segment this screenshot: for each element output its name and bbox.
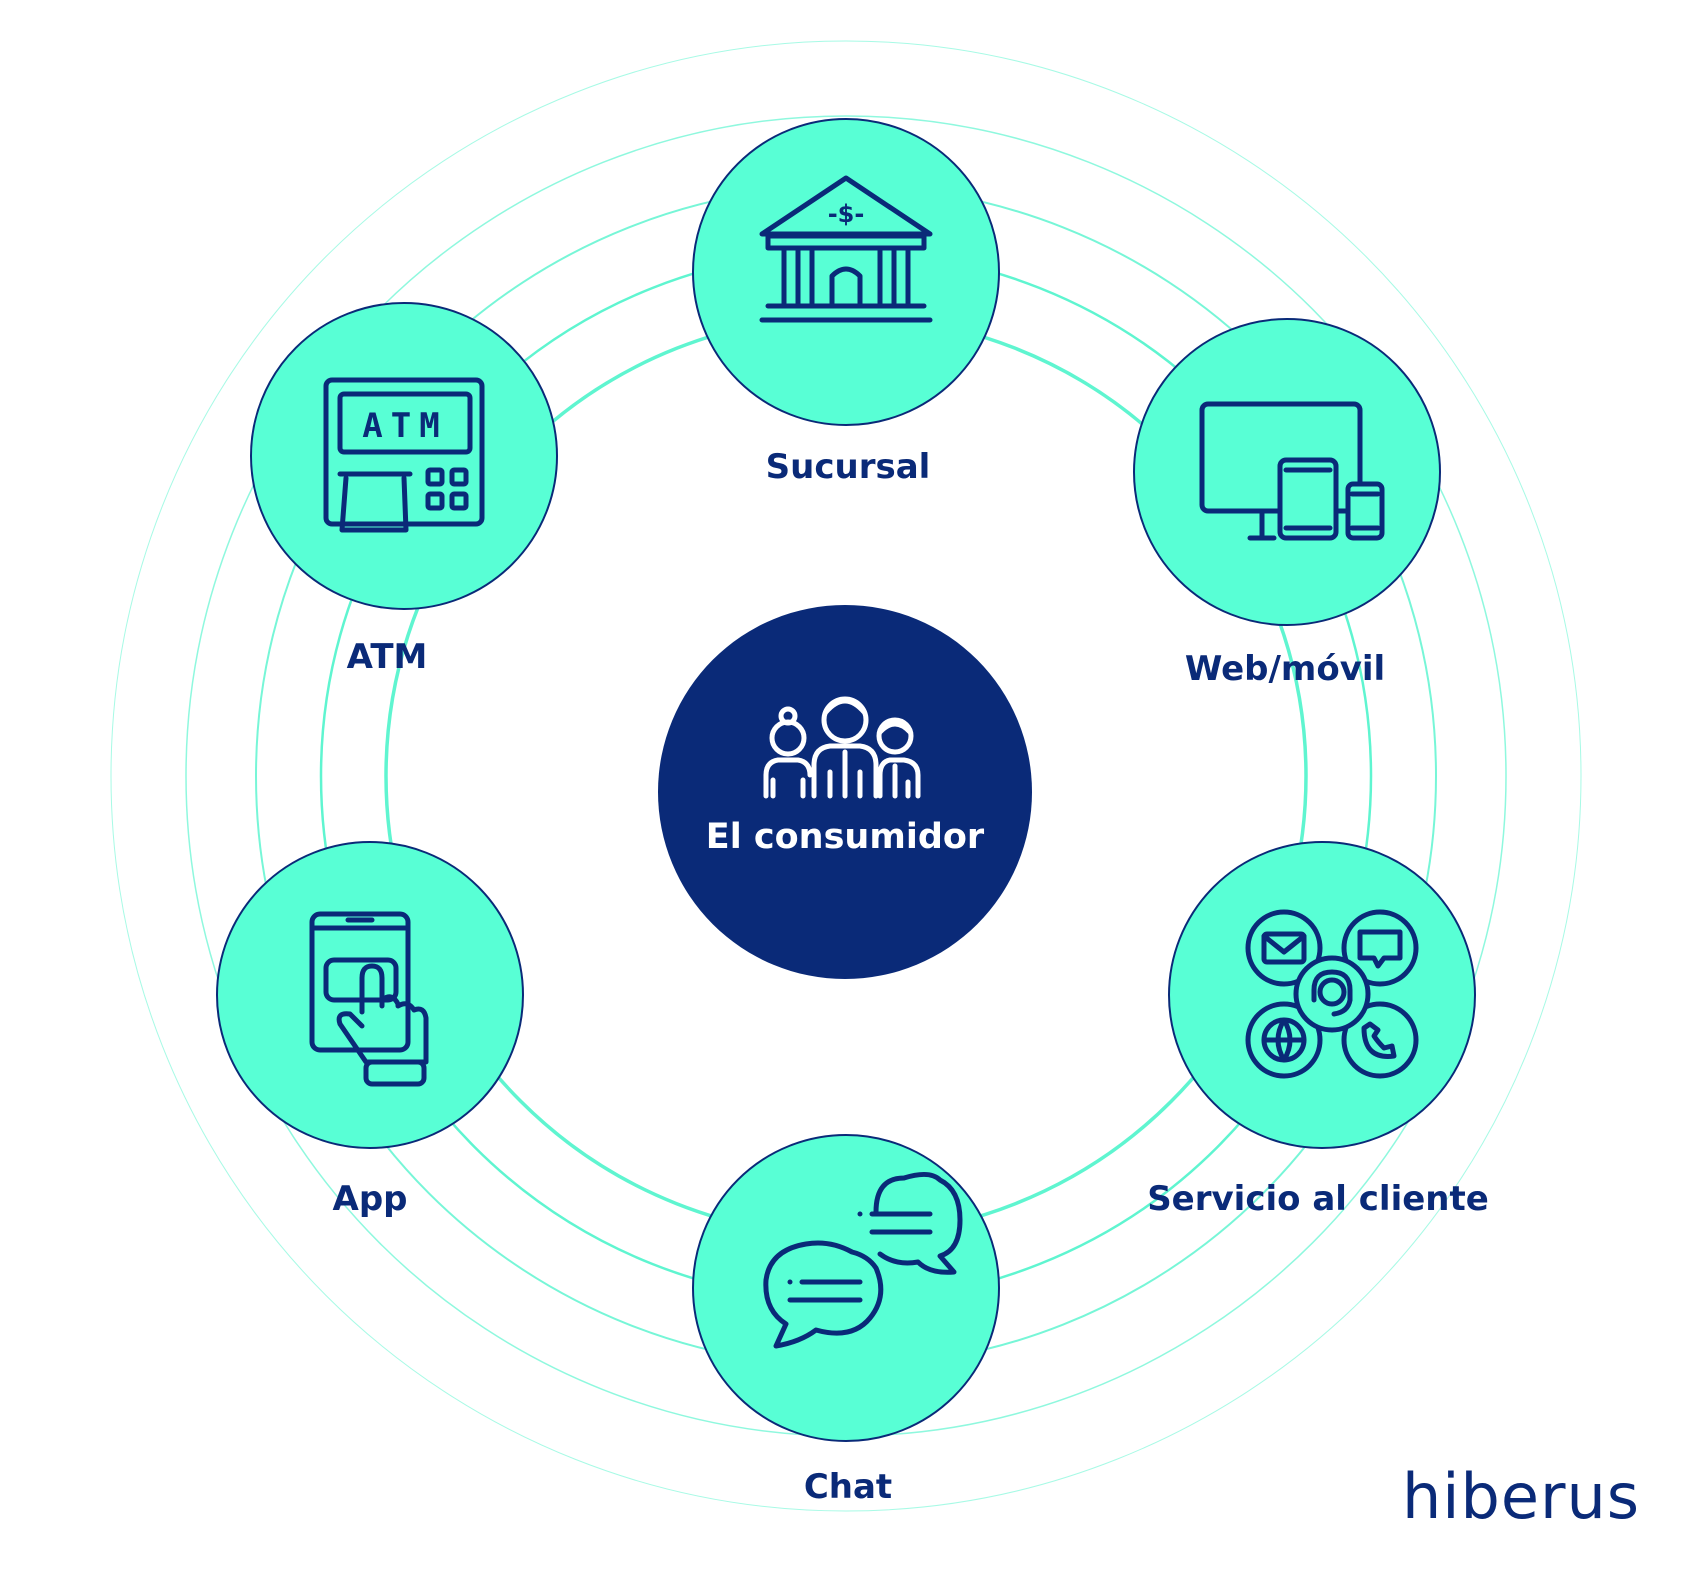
node-label: Servicio al cliente [1147, 1179, 1489, 1219]
center-node: El consumidor [658, 605, 1032, 979]
bank-icon: -$- [759, 175, 933, 323]
node-label: ATM [347, 637, 428, 677]
node-servicio-al-cliente[interactable]: Servicio al cliente [1147, 841, 1489, 1219]
atm-machine-icon: ATM [323, 377, 485, 533]
node-circle[interactable] [216, 841, 524, 1149]
consumer-group-icon [763, 696, 921, 799]
node-app[interactable]: App [216, 841, 524, 1219]
node-web-movil[interactable]: Web/móvil [1133, 318, 1441, 689]
node-label: Sucursal [766, 447, 931, 487]
node-circle[interactable] [692, 1134, 1000, 1442]
chat-bubbles-icon [763, 1172, 963, 1349]
node-sucursal[interactable]: -$- Sucursal [692, 118, 1000, 487]
customer-service-icon [1245, 909, 1419, 1079]
node-atm[interactable]: ATM ATM [250, 302, 558, 677]
svg-text:-$-: -$- [828, 200, 865, 228]
center-label: El consumidor [706, 817, 985, 857]
hiberus-logo: hiberus [1402, 1460, 1640, 1533]
node-label: Web/móvil [1185, 649, 1385, 689]
atm-screen-text: ATM [362, 406, 447, 446]
node-chat[interactable]: Chat [692, 1134, 1000, 1507]
ring-outer-1 [110, 40, 1582, 1512]
devices-icon [1199, 401, 1385, 541]
node-label: App [333, 1179, 408, 1219]
node-circle[interactable] [692, 118, 1000, 426]
node-label: Chat [804, 1467, 892, 1507]
tablet-touch-icon [309, 911, 429, 1087]
node-circle[interactable] [250, 302, 558, 610]
